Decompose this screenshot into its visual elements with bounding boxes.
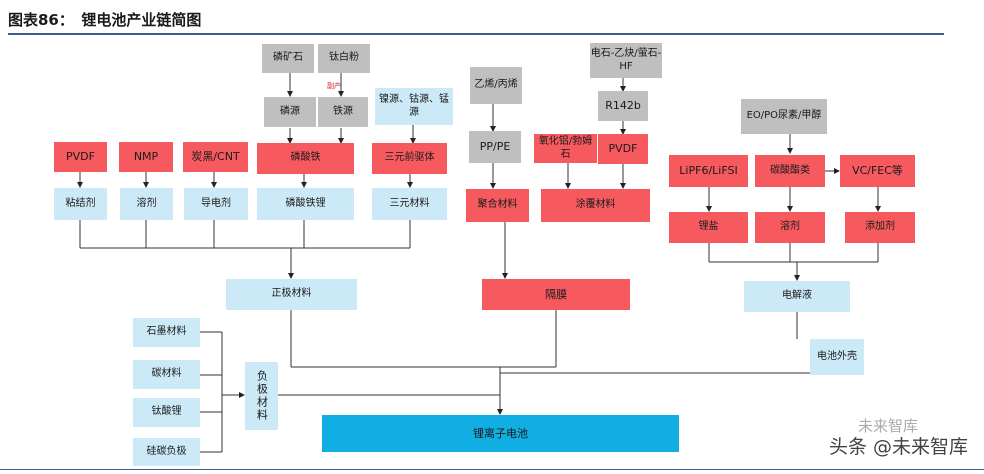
phosphorus-source-node: 磷源 — [264, 97, 316, 127]
anode-material-node: 负极材料 — [245, 362, 278, 430]
graphite-node: 石墨材料 — [133, 318, 200, 347]
pvdf-mid-node: PVDF — [598, 134, 648, 164]
nmp-node: NMP — [119, 142, 173, 172]
solvent-right-node: 溶剂 — [755, 212, 825, 243]
lfp-node: 磷酸铁锂 — [257, 188, 354, 220]
silicon-carbon-node: 硅碳负极 — [133, 438, 200, 466]
ethylene-propylene-node: 乙烯/丙烯 — [470, 67, 522, 104]
lithium-salt-node: 锂盐 — [669, 212, 748, 243]
separator-node: 隔膜 — [482, 279, 630, 310]
ternary-material-node: 三元材料 — [372, 188, 447, 220]
phosphate-rock-node: 磷矿石 — [262, 44, 314, 73]
additive-node: 添加剂 — [845, 212, 915, 243]
coating-material-node: 涂覆材料 — [541, 189, 650, 222]
carbonate-node: 碳酸酯类 — [755, 155, 825, 187]
cathode-material-node: 正极材料 — [226, 279, 357, 310]
polymer-material-node: 聚合材料 — [466, 189, 529, 222]
carbon-material-node: 碳材料 — [133, 360, 200, 389]
solvent-left-node: 溶剂 — [120, 188, 173, 220]
vc-fec-node: VC/FEC等 — [840, 155, 915, 187]
eo-po-node: EO/PO尿素/甲醇 — [741, 99, 827, 134]
binder-node: 粘结剂 — [54, 188, 107, 220]
watermark: 头条 @未来智库 — [828, 436, 968, 458]
lipf6-lifsi-node: LiPF6/LiFSI — [669, 155, 748, 187]
battery-case-node: 电池外壳 — [810, 339, 864, 375]
figure-title: 图表86： 锂电池产业链简图 — [8, 11, 202, 29]
calcium-carbide-node: 电石-乙炔/萤石-HF — [590, 43, 662, 78]
carbon-black-node: 炭黑/CNT — [183, 142, 248, 172]
watermark-faint: 未来智库 — [858, 417, 919, 435]
lithium-ion-battery-node: 锂离子电池 — [322, 415, 679, 452]
iron-source-node: 铁源 — [318, 97, 368, 127]
alumina-boehmite-node: 氧化铝/勃姆石 — [534, 134, 597, 163]
bottom-rule — [0, 469, 984, 470]
electrolyte-node: 电解液 — [744, 281, 850, 312]
pvdf-left-node: PVDF — [54, 142, 107, 172]
ni-co-mn-source-node: 镍源、钴源、锰源 — [375, 88, 453, 125]
iron-phosphate-node: 磷酸铁 — [257, 143, 354, 174]
conductive-agent-node: 导电剂 — [184, 188, 248, 220]
ternary-precursor-node: 三元前驱体 — [372, 143, 447, 174]
pp-pe-node: PP/PE — [469, 131, 521, 163]
lithium-titanate-node: 钛酸锂 — [133, 398, 200, 427]
top-rule — [8, 33, 944, 35]
titanium-white-node: 钛白粉 — [318, 44, 370, 73]
r142b-node: R142b — [598, 91, 648, 121]
byproduct-note: 副产 — [327, 82, 341, 90]
